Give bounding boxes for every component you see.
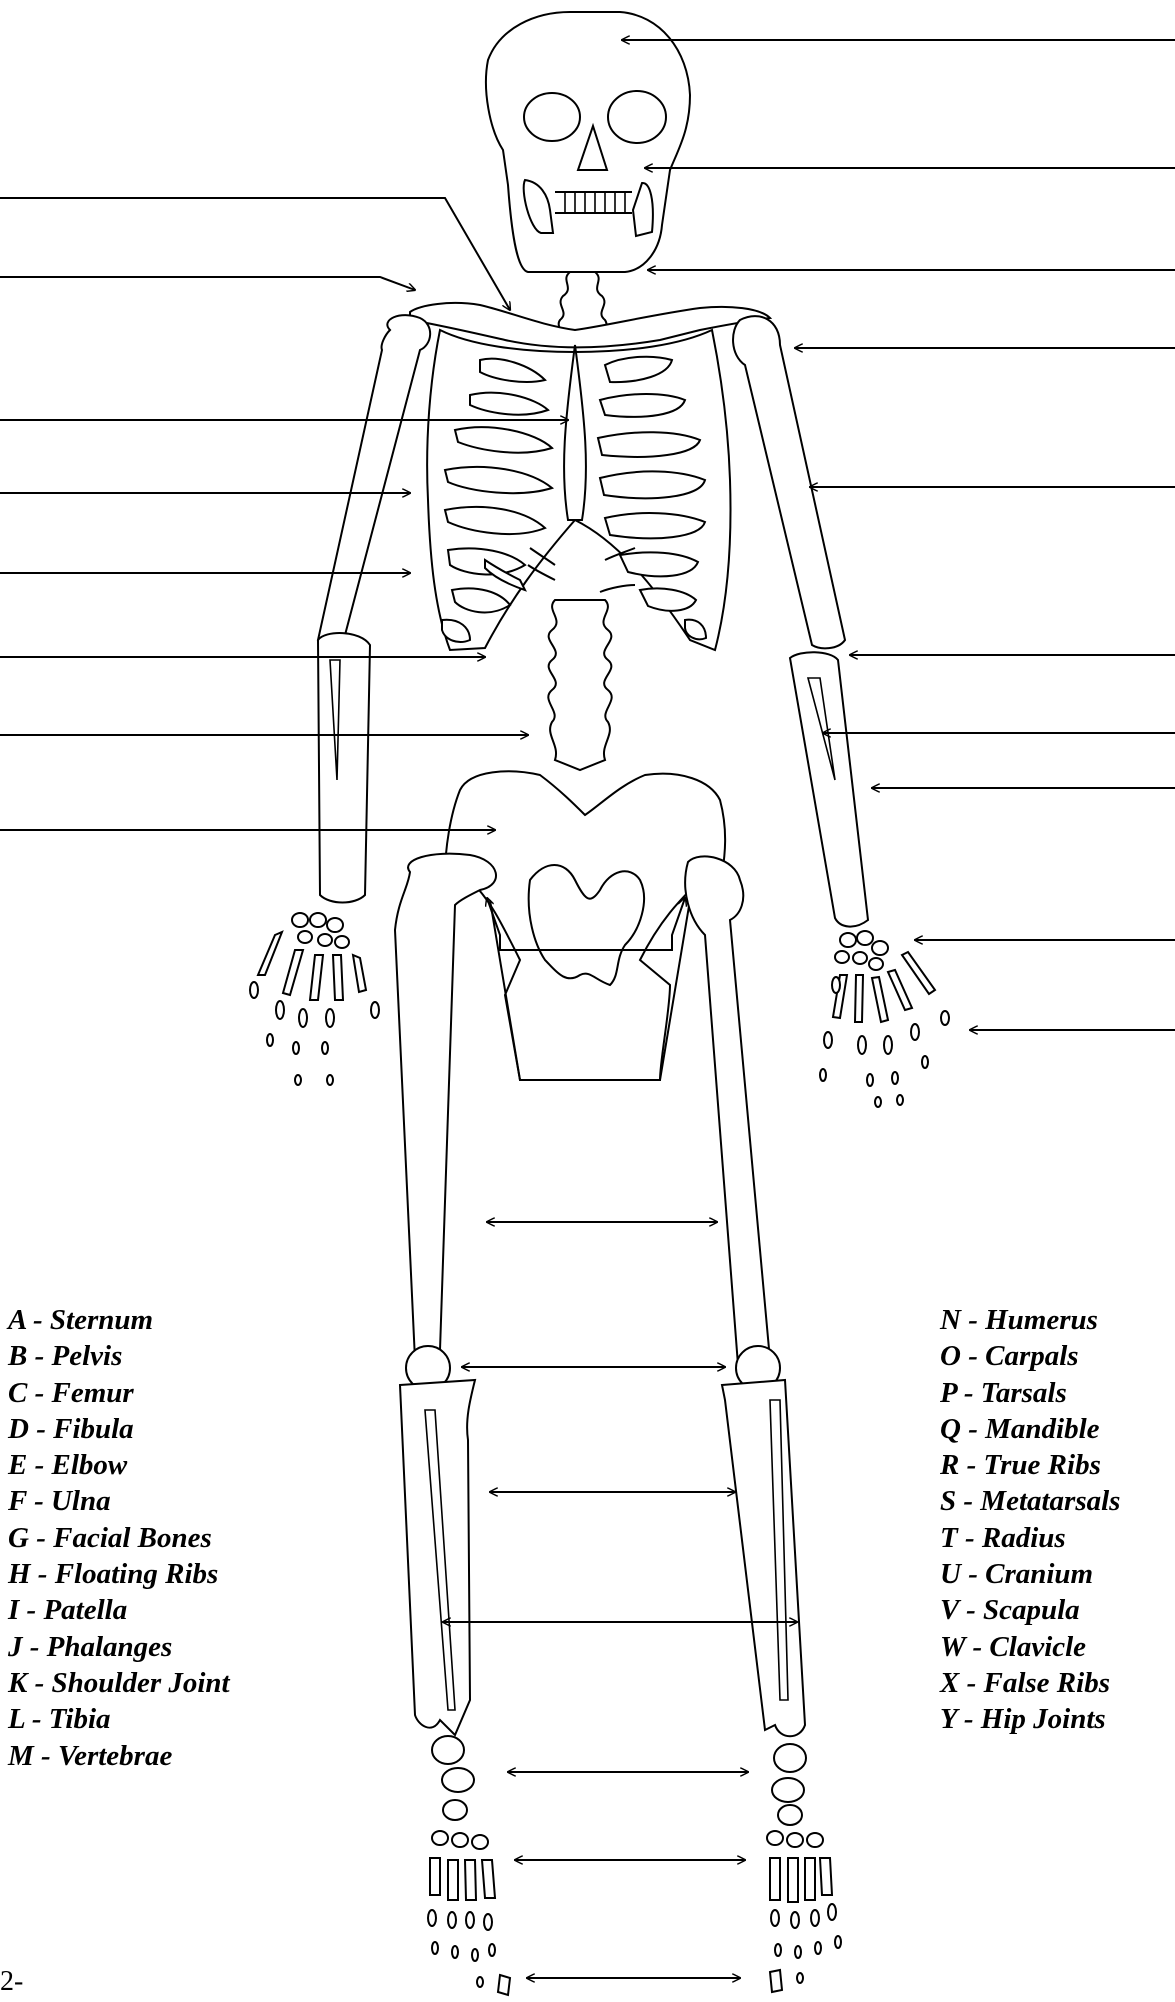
left-hand bbox=[250, 913, 379, 1085]
legend-item-j: J - Phalanges bbox=[8, 1629, 230, 1665]
left-eye-socket bbox=[524, 93, 580, 141]
left-femur bbox=[395, 854, 496, 1369]
legend-item-u: U - Cranium bbox=[940, 1556, 1120, 1592]
legend-item-r: R - True Ribs bbox=[940, 1447, 1120, 1483]
legend-item-h: H - Floating Ribs bbox=[8, 1556, 230, 1592]
legend-item-n: N - Humerus bbox=[940, 1302, 1120, 1338]
right-leg bbox=[685, 856, 841, 1992]
legend-item-v: V - Scapula bbox=[940, 1592, 1120, 1628]
right-humerus bbox=[733, 316, 845, 648]
page-number: 2- bbox=[0, 1966, 23, 1998]
left-ulna-radius bbox=[318, 633, 370, 902]
legend-item-b: B - Pelvis bbox=[8, 1338, 230, 1374]
legend-item-s: S - Metatarsals bbox=[940, 1483, 1120, 1519]
right-arm bbox=[733, 316, 949, 1107]
legend-right: N - Humerus O - Carpals P - Tarsals Q - … bbox=[940, 1302, 1120, 1738]
legend-item-f: F - Ulna bbox=[8, 1483, 230, 1519]
leader-line bbox=[0, 198, 510, 310]
leader-line bbox=[0, 277, 415, 290]
left-foot bbox=[428, 1736, 510, 1995]
left-tibia-fibula bbox=[400, 1380, 475, 1735]
legend-item-e: E - Elbow bbox=[8, 1447, 230, 1483]
legend-item-o: O - Carpals bbox=[940, 1338, 1120, 1374]
legend-item-k: K - Shoulder Joint bbox=[8, 1665, 230, 1701]
right-ulna-radius bbox=[790, 652, 868, 926]
legend-item-t: T - Radius bbox=[940, 1520, 1120, 1556]
lumbar-spine bbox=[548, 600, 611, 770]
legend-item-l: L - Tibia bbox=[8, 1701, 230, 1737]
right-femur bbox=[685, 856, 770, 1370]
legend-left: A - Sternum B - Pelvis C - Femur D - Fib… bbox=[8, 1302, 230, 1774]
right-foot bbox=[767, 1744, 841, 1992]
legend-item-g: G - Facial Bones bbox=[8, 1520, 230, 1556]
legend-item-d: D - Fibula bbox=[8, 1411, 230, 1447]
left-leg bbox=[395, 854, 510, 1995]
legend-item-c: C - Femur bbox=[8, 1375, 230, 1411]
right-tibia-fibula bbox=[722, 1380, 805, 1736]
legend-item-q: Q - Mandible bbox=[940, 1411, 1120, 1447]
right-eye-socket bbox=[608, 91, 666, 143]
legend-item-y: Y - Hip Joints bbox=[940, 1701, 1120, 1737]
legend-item-i: I - Patella bbox=[8, 1592, 230, 1628]
legend-item-a: A - Sternum bbox=[8, 1302, 230, 1338]
legend-item-p: P - Tarsals bbox=[940, 1375, 1120, 1411]
legend-item-m: M - Vertebrae bbox=[8, 1738, 230, 1774]
skull bbox=[486, 12, 690, 272]
legend-item-w: W - Clavicle bbox=[940, 1629, 1120, 1665]
right-hand bbox=[820, 931, 949, 1107]
legend-item-x: X - False Ribs bbox=[940, 1665, 1120, 1701]
left-humerus bbox=[318, 315, 430, 643]
